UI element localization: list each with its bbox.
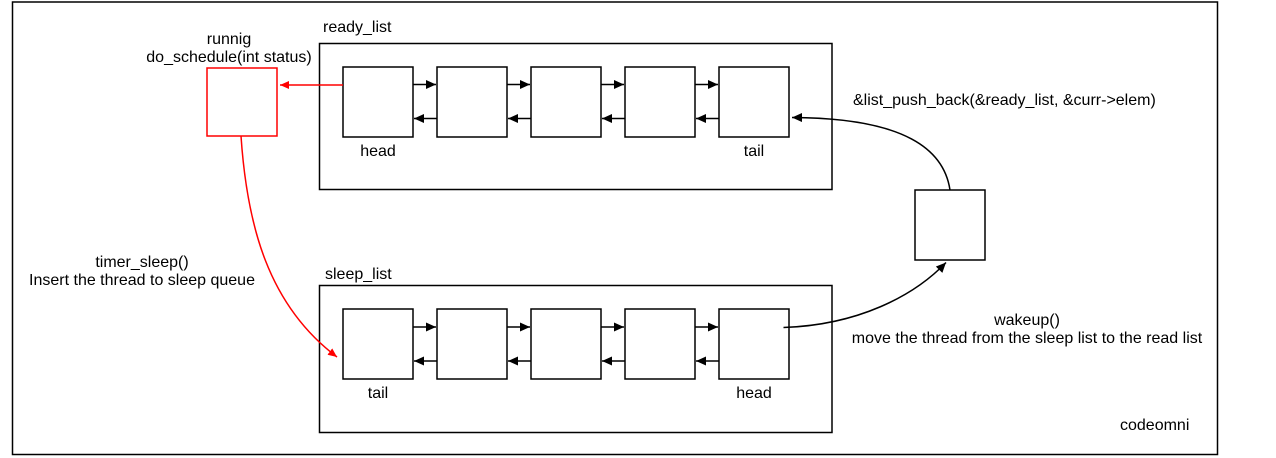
sleep-tail-label: tail	[367, 385, 389, 402]
running-node-label: runnig do_schedule(int status)	[146, 31, 311, 67]
timer-sleep-label: timer_sleep() Insert the thread to sleep…	[29, 254, 255, 290]
timer-sleep-line1: timer_sleep()	[95, 254, 189, 271]
ready-list-container	[318, 42, 833, 191]
sleep-node-box	[530, 308, 602, 380]
ready-node-box	[624, 66, 696, 138]
running-label-line1: runnig	[206, 31, 252, 48]
ready-node-box	[530, 66, 602, 138]
diagram-outer-border	[11, 1, 1219, 456]
sleep-node-box	[718, 308, 790, 380]
ready-head-label: head	[360, 143, 396, 160]
transit-thread-box	[914, 189, 986, 261]
wakeup-line1: wakeup()	[994, 312, 1060, 329]
ready-tail-label: tail	[743, 143, 765, 160]
push-back-curve	[791, 113, 951, 191]
timer-sleep-curve	[240, 135, 338, 358]
ready-node-box	[718, 66, 790, 138]
sleep-list-title: sleep_list	[325, 266, 392, 283]
ready-node-box	[436, 66, 508, 138]
sleep-node-box	[436, 308, 508, 380]
wakeup-label: wakeup() move the thread from the sleep …	[852, 312, 1202, 348]
watermark: codeomni	[1120, 417, 1190, 434]
timer-sleep-line2: Insert the thread to sleep queue	[29, 272, 255, 289]
ready-list-title: ready_list	[323, 19, 392, 36]
running-thread-box	[206, 67, 278, 137]
sleep-head-label: head	[736, 385, 772, 402]
wakeup-curve	[783, 261, 947, 329]
wakeup-line2: move the thread from the sleep list to t…	[851, 330, 1203, 347]
sleep-node-box	[342, 308, 414, 380]
push-back-label: &list_push_back(&ready_list, &curr->elem…	[853, 92, 1156, 109]
sleep-list-container	[318, 284, 833, 434]
sleep-node-box	[624, 308, 696, 380]
ready-node-box	[342, 66, 414, 138]
running-label-line2: do_schedule(int status)	[146, 49, 312, 66]
